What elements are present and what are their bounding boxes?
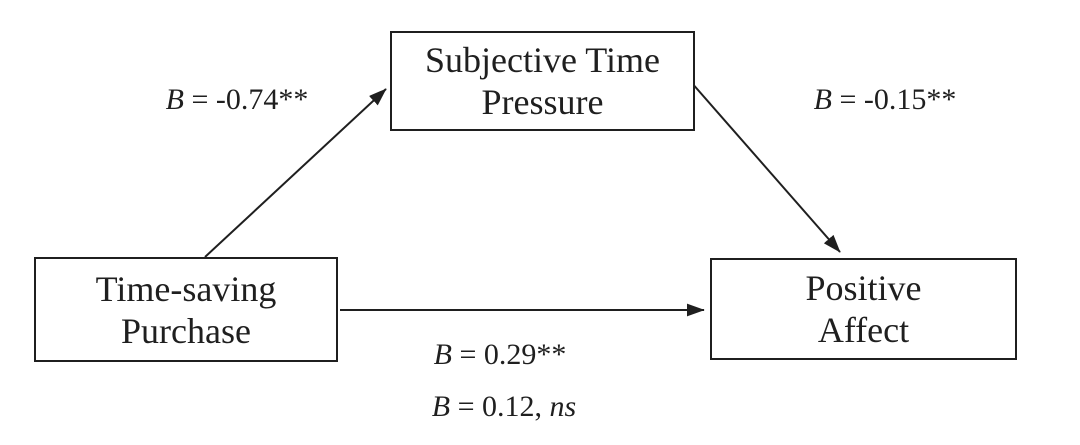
label-a-path-coefficient: B = -0.74** [166,83,309,117]
coefficient-symbol: B [165,83,184,116]
node-outcome: Positive Affect [710,258,1017,360]
node-mediator: Subjective Time Pressure [390,31,695,131]
coefficient-value: = -0.15** [831,83,957,116]
label-direct-effect-coefficient: B = 0.12, ns [432,390,576,424]
coefficient-value: = 0.29** [451,338,567,371]
arrow-mediator-to-outcome [690,81,841,253]
coefficient-value: = 0.12, [450,390,550,423]
coefficient-symbol: B [813,83,832,116]
node-predictor: Time-saving Purchase [34,257,338,362]
ns-marker: ns [549,390,577,423]
coefficient-symbol: B [433,338,452,371]
label-total-effect-coefficient: B = 0.29** [434,338,567,372]
coefficient-symbol: B [431,390,451,423]
label-b-path-coefficient: B = -0.15** [814,83,957,117]
coefficient-value: = -0.74** [183,83,309,116]
arrow-predictor-to-mediator [204,88,387,258]
